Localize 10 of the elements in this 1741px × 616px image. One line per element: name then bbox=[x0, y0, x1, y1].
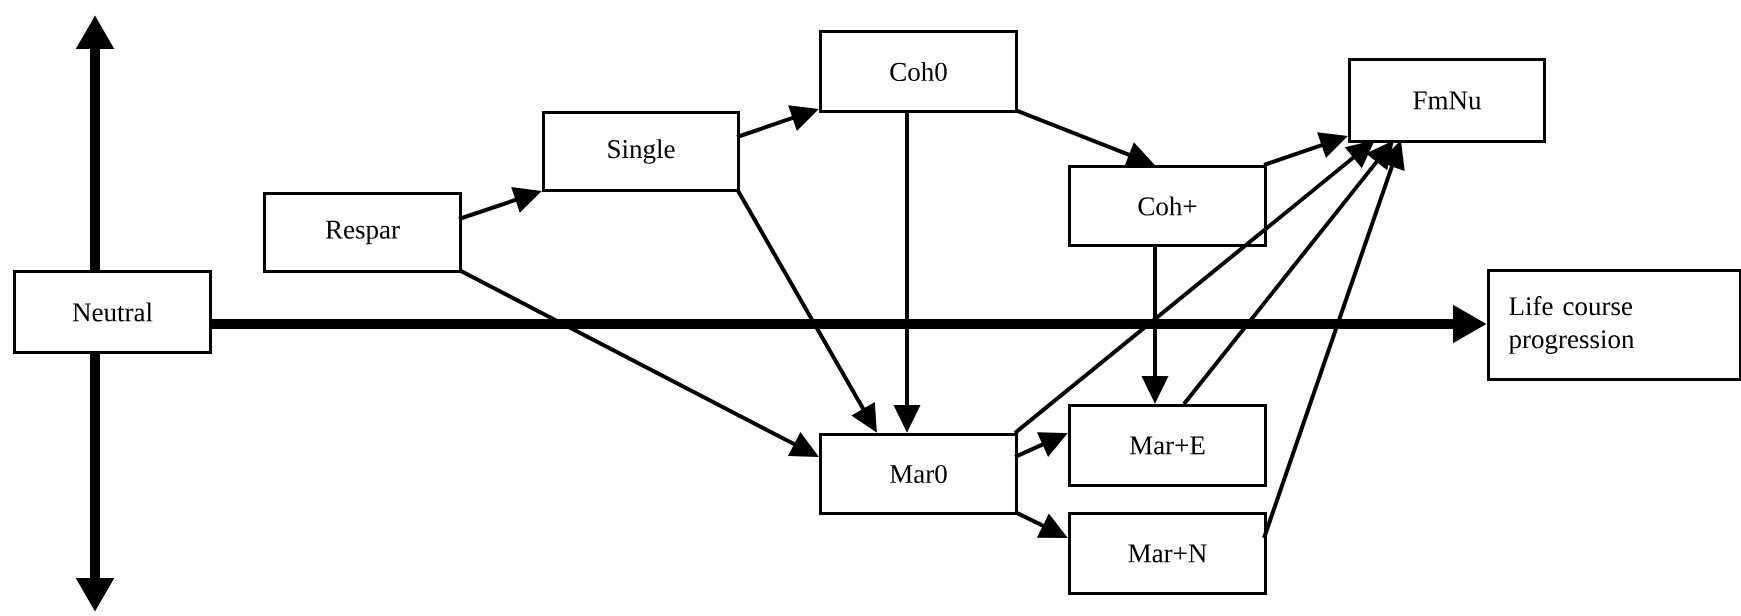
process-box: Mar+E bbox=[1068, 404, 1267, 487]
process-box: Neutral bbox=[13, 270, 212, 354]
process-box: Mar+N bbox=[1068, 512, 1267, 595]
process-box: Coh+ bbox=[1068, 165, 1267, 247]
process-box: Mar0 bbox=[819, 433, 1018, 515]
process-box: FmNu bbox=[1348, 58, 1546, 143]
process-box: Single bbox=[542, 111, 740, 192]
process-box: Life course progression bbox=[1487, 269, 1741, 381]
process-box: Respar bbox=[263, 192, 462, 273]
process-box: Coh0 bbox=[819, 30, 1018, 113]
